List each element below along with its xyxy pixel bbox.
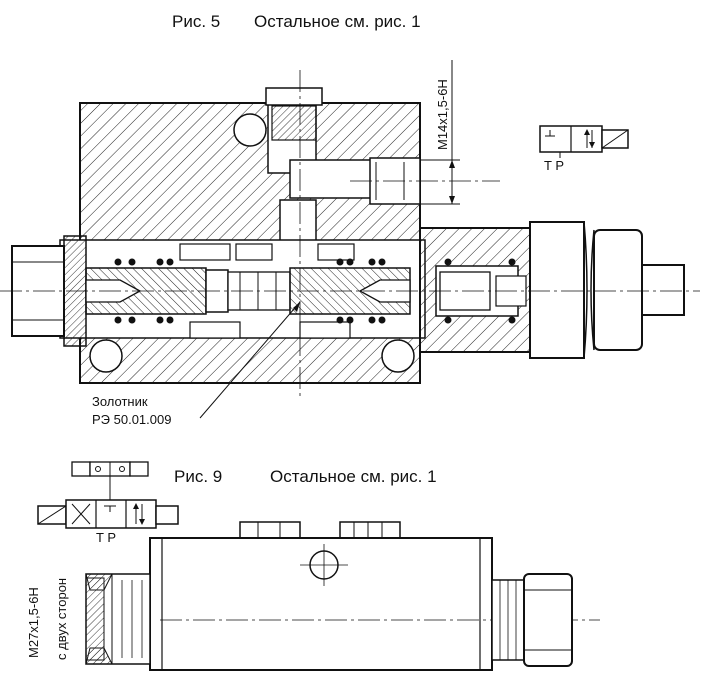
fig9-small-symbol — [71, 461, 149, 500]
fig5-thread-label: M14x1,5-6H — [435, 79, 450, 150]
fig9-right-port — [491, 573, 573, 667]
fig9-thread-label: M27x1,5-6H — [26, 587, 41, 658]
fig5-title: Рис. 5 — [172, 12, 220, 31]
part-leader: Золотник РЭ 50.01.009 — [92, 301, 301, 427]
fig5-note: Остальное см. рис. 1 — [254, 12, 421, 31]
figure-9: Рис. 9 Остальное см. рис. 1 — [26, 461, 600, 671]
fig9-thread-note: с двух сторон — [54, 578, 69, 660]
figure-5: Рис. 5 Остальное см. рис. 1 — [0, 12, 700, 427]
part-code: РЭ 50.01.009 — [92, 412, 171, 427]
fig9-valve-symbol: T P — [37, 499, 179, 545]
valve-housing — [59, 87, 426, 384]
fig9-left-port: M27x1,5-6H с двух сторон — [26, 573, 151, 665]
right-actuator — [419, 221, 685, 359]
fig9-body — [149, 521, 600, 671]
part-name: Золотник — [92, 394, 148, 409]
fig9-title: Рис. 9 — [174, 467, 222, 486]
thread-dimension: M14x1,5-6H — [420, 60, 460, 205]
fig9-note: Остальное см. рис. 1 — [270, 467, 437, 486]
fig5-valve-ports: T P — [544, 158, 564, 173]
fig9-valve-ports: T P — [96, 530, 116, 545]
fig5-valve-symbol: T P — [539, 125, 629, 173]
